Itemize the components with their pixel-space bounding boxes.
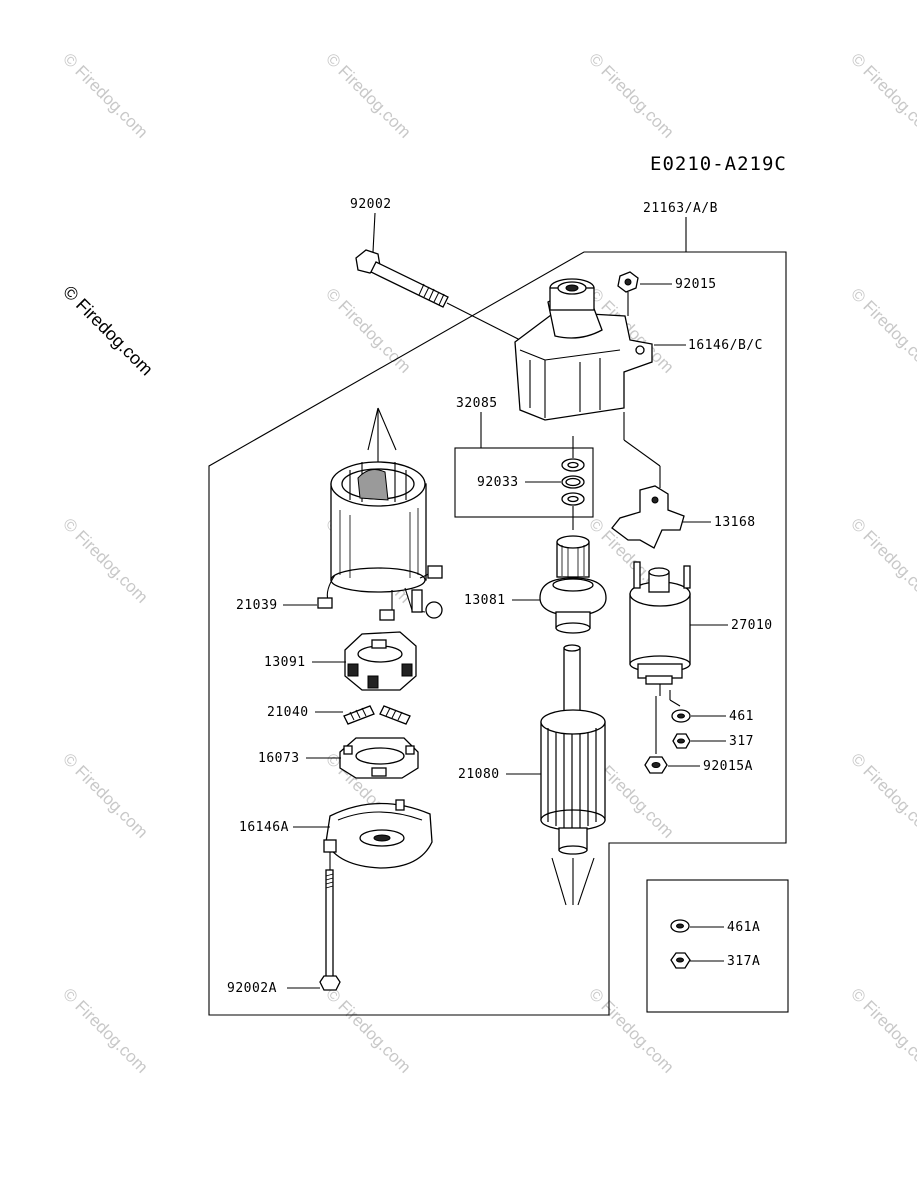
springs-21040	[343, 705, 411, 725]
watermark-tile: © Firedog.com	[322, 284, 414, 376]
front-housing-16146	[514, 278, 653, 421]
watermark-tile: © Firedog.com	[847, 514, 917, 606]
watermark-tile: © Firedog.com	[59, 984, 151, 1076]
brush-holder-13091	[344, 631, 417, 691]
lever-axis-diag	[623, 439, 661, 467]
label-13081: 13081	[464, 593, 506, 608]
washers-92033	[561, 458, 585, 506]
label-92015: 92015	[675, 277, 717, 292]
watermark-tile: © Firedog.com	[59, 514, 151, 606]
nut-317A	[670, 952, 691, 969]
label-27010: 27010	[731, 618, 773, 633]
washer-461	[671, 709, 691, 723]
solenoid-27010	[629, 561, 691, 696]
yoke-21039	[317, 407, 443, 621]
label-461: 461	[729, 709, 754, 724]
label-16146A: 16146A	[239, 820, 289, 835]
label-16073: 16073	[258, 751, 300, 766]
watermark-tile: © Firedog.com	[847, 284, 917, 376]
label-92033: 92033	[477, 475, 519, 490]
label-317: 317	[729, 734, 754, 749]
washer-group-bracket	[454, 447, 594, 518]
label-92002: 92002	[350, 197, 392, 212]
bolt-axis-line	[446, 302, 531, 346]
watermark-tile: © Firedog.com	[585, 49, 677, 141]
label-21080: 21080	[458, 767, 500, 782]
label-32085: 32085	[456, 396, 498, 411]
rear-cover-16146A	[323, 799, 433, 869]
watermark-tile: © Firedog.com	[847, 49, 917, 141]
nut-317	[672, 733, 691, 749]
label-92015A: 92015A	[703, 759, 753, 774]
label-317A: 317A	[727, 954, 760, 969]
plate-16073	[339, 737, 419, 779]
washer-461A	[670, 919, 690, 933]
leader-92002	[372, 212, 376, 253]
assembly-outline	[208, 251, 787, 1016]
label-92002A: 92002A	[227, 981, 277, 996]
watermark-tile: © Firedog.com	[322, 984, 414, 1076]
watermark-tile: © Firedog.com	[322, 49, 414, 141]
shift-lever-13168	[611, 485, 685, 549]
nut-92015	[617, 271, 639, 316]
label-461A: 461A	[727, 920, 760, 935]
pinion-clutch-13081	[539, 535, 607, 634]
hw-axis-b	[669, 699, 681, 707]
armature-21080	[540, 644, 606, 906]
hardware-inset-box	[646, 879, 789, 1013]
label-21039: 21039	[236, 598, 278, 613]
watermark-tile: © Firedog.com	[59, 49, 151, 141]
nut-92015A	[644, 756, 668, 774]
watermark-tile: © Firedog.com	[847, 749, 917, 841]
diagram-code: E0210-A219C	[650, 153, 787, 175]
label-16146: 16146/B/C	[688, 338, 763, 353]
label-21163: 21163/A/B	[643, 201, 718, 216]
watermark-tile: © Firedog.com	[585, 984, 677, 1076]
watermark-tile: © Firedog.com	[59, 749, 151, 841]
through-bolt-92002A	[319, 869, 341, 991]
label-13091: 13091	[264, 655, 306, 670]
watermark-tile: © Firedog.com	[847, 984, 917, 1076]
watermark-main: © Firedog.com	[59, 282, 157, 380]
label-13168: 13168	[714, 515, 756, 530]
label-21040: 21040	[267, 705, 309, 720]
bolt-92002	[355, 249, 449, 308]
